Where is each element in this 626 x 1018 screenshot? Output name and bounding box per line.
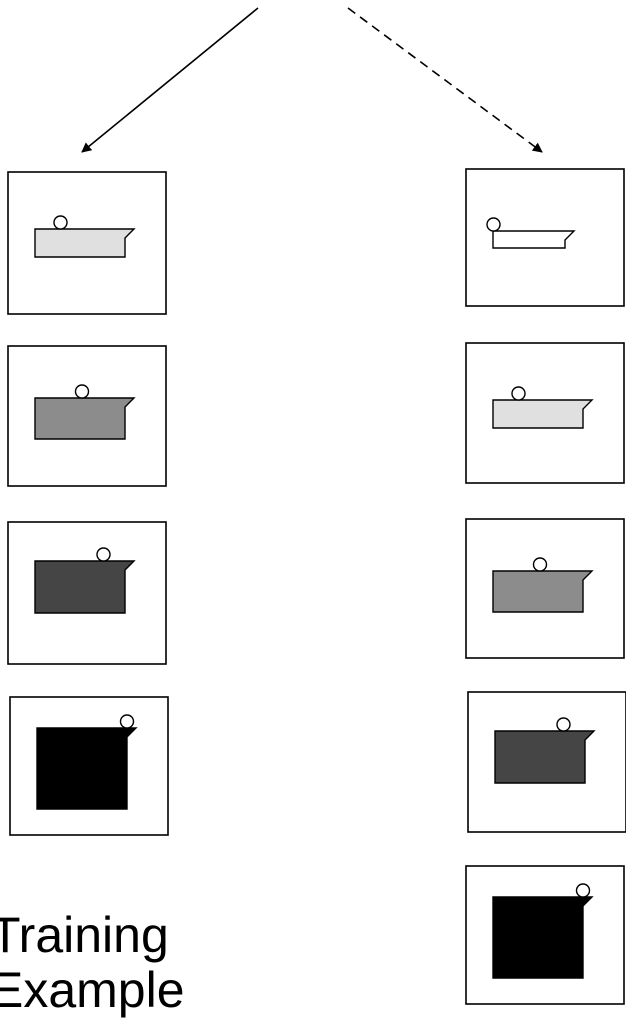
left-panel bbox=[8, 522, 166, 664]
right-panel bbox=[466, 343, 624, 483]
right-panel bbox=[466, 519, 624, 658]
growing-block bbox=[37, 728, 136, 809]
caption-line-2: Example bbox=[0, 965, 185, 1015]
caption-line-1: Training bbox=[0, 910, 169, 960]
growing-block bbox=[495, 731, 594, 783]
left-panel bbox=[8, 346, 166, 486]
marker-circle bbox=[557, 718, 570, 731]
left-panel bbox=[10, 697, 168, 835]
marker-circle bbox=[577, 884, 590, 897]
growing-block bbox=[493, 571, 592, 612]
marker-circle bbox=[76, 385, 89, 398]
marker-circle bbox=[512, 387, 525, 400]
growing-block bbox=[493, 897, 592, 978]
left-panel bbox=[8, 172, 166, 314]
marker-circle bbox=[54, 216, 67, 229]
left-sequence bbox=[8, 172, 168, 835]
marker-circle bbox=[121, 715, 134, 728]
growing-block bbox=[35, 398, 134, 439]
growing-block bbox=[493, 231, 574, 248]
marker-circle bbox=[534, 558, 547, 571]
right-sequence bbox=[466, 169, 626, 1004]
right-panel bbox=[468, 692, 626, 832]
growing-block bbox=[35, 561, 134, 613]
growing-block bbox=[493, 400, 592, 428]
solid-arrow bbox=[82, 8, 258, 152]
growing-block bbox=[35, 229, 134, 257]
right-panel bbox=[466, 866, 624, 1004]
dashed-arrow bbox=[348, 8, 542, 152]
marker-circle bbox=[487, 218, 500, 231]
marker-circle bbox=[97, 548, 110, 561]
right-panel bbox=[466, 169, 624, 306]
